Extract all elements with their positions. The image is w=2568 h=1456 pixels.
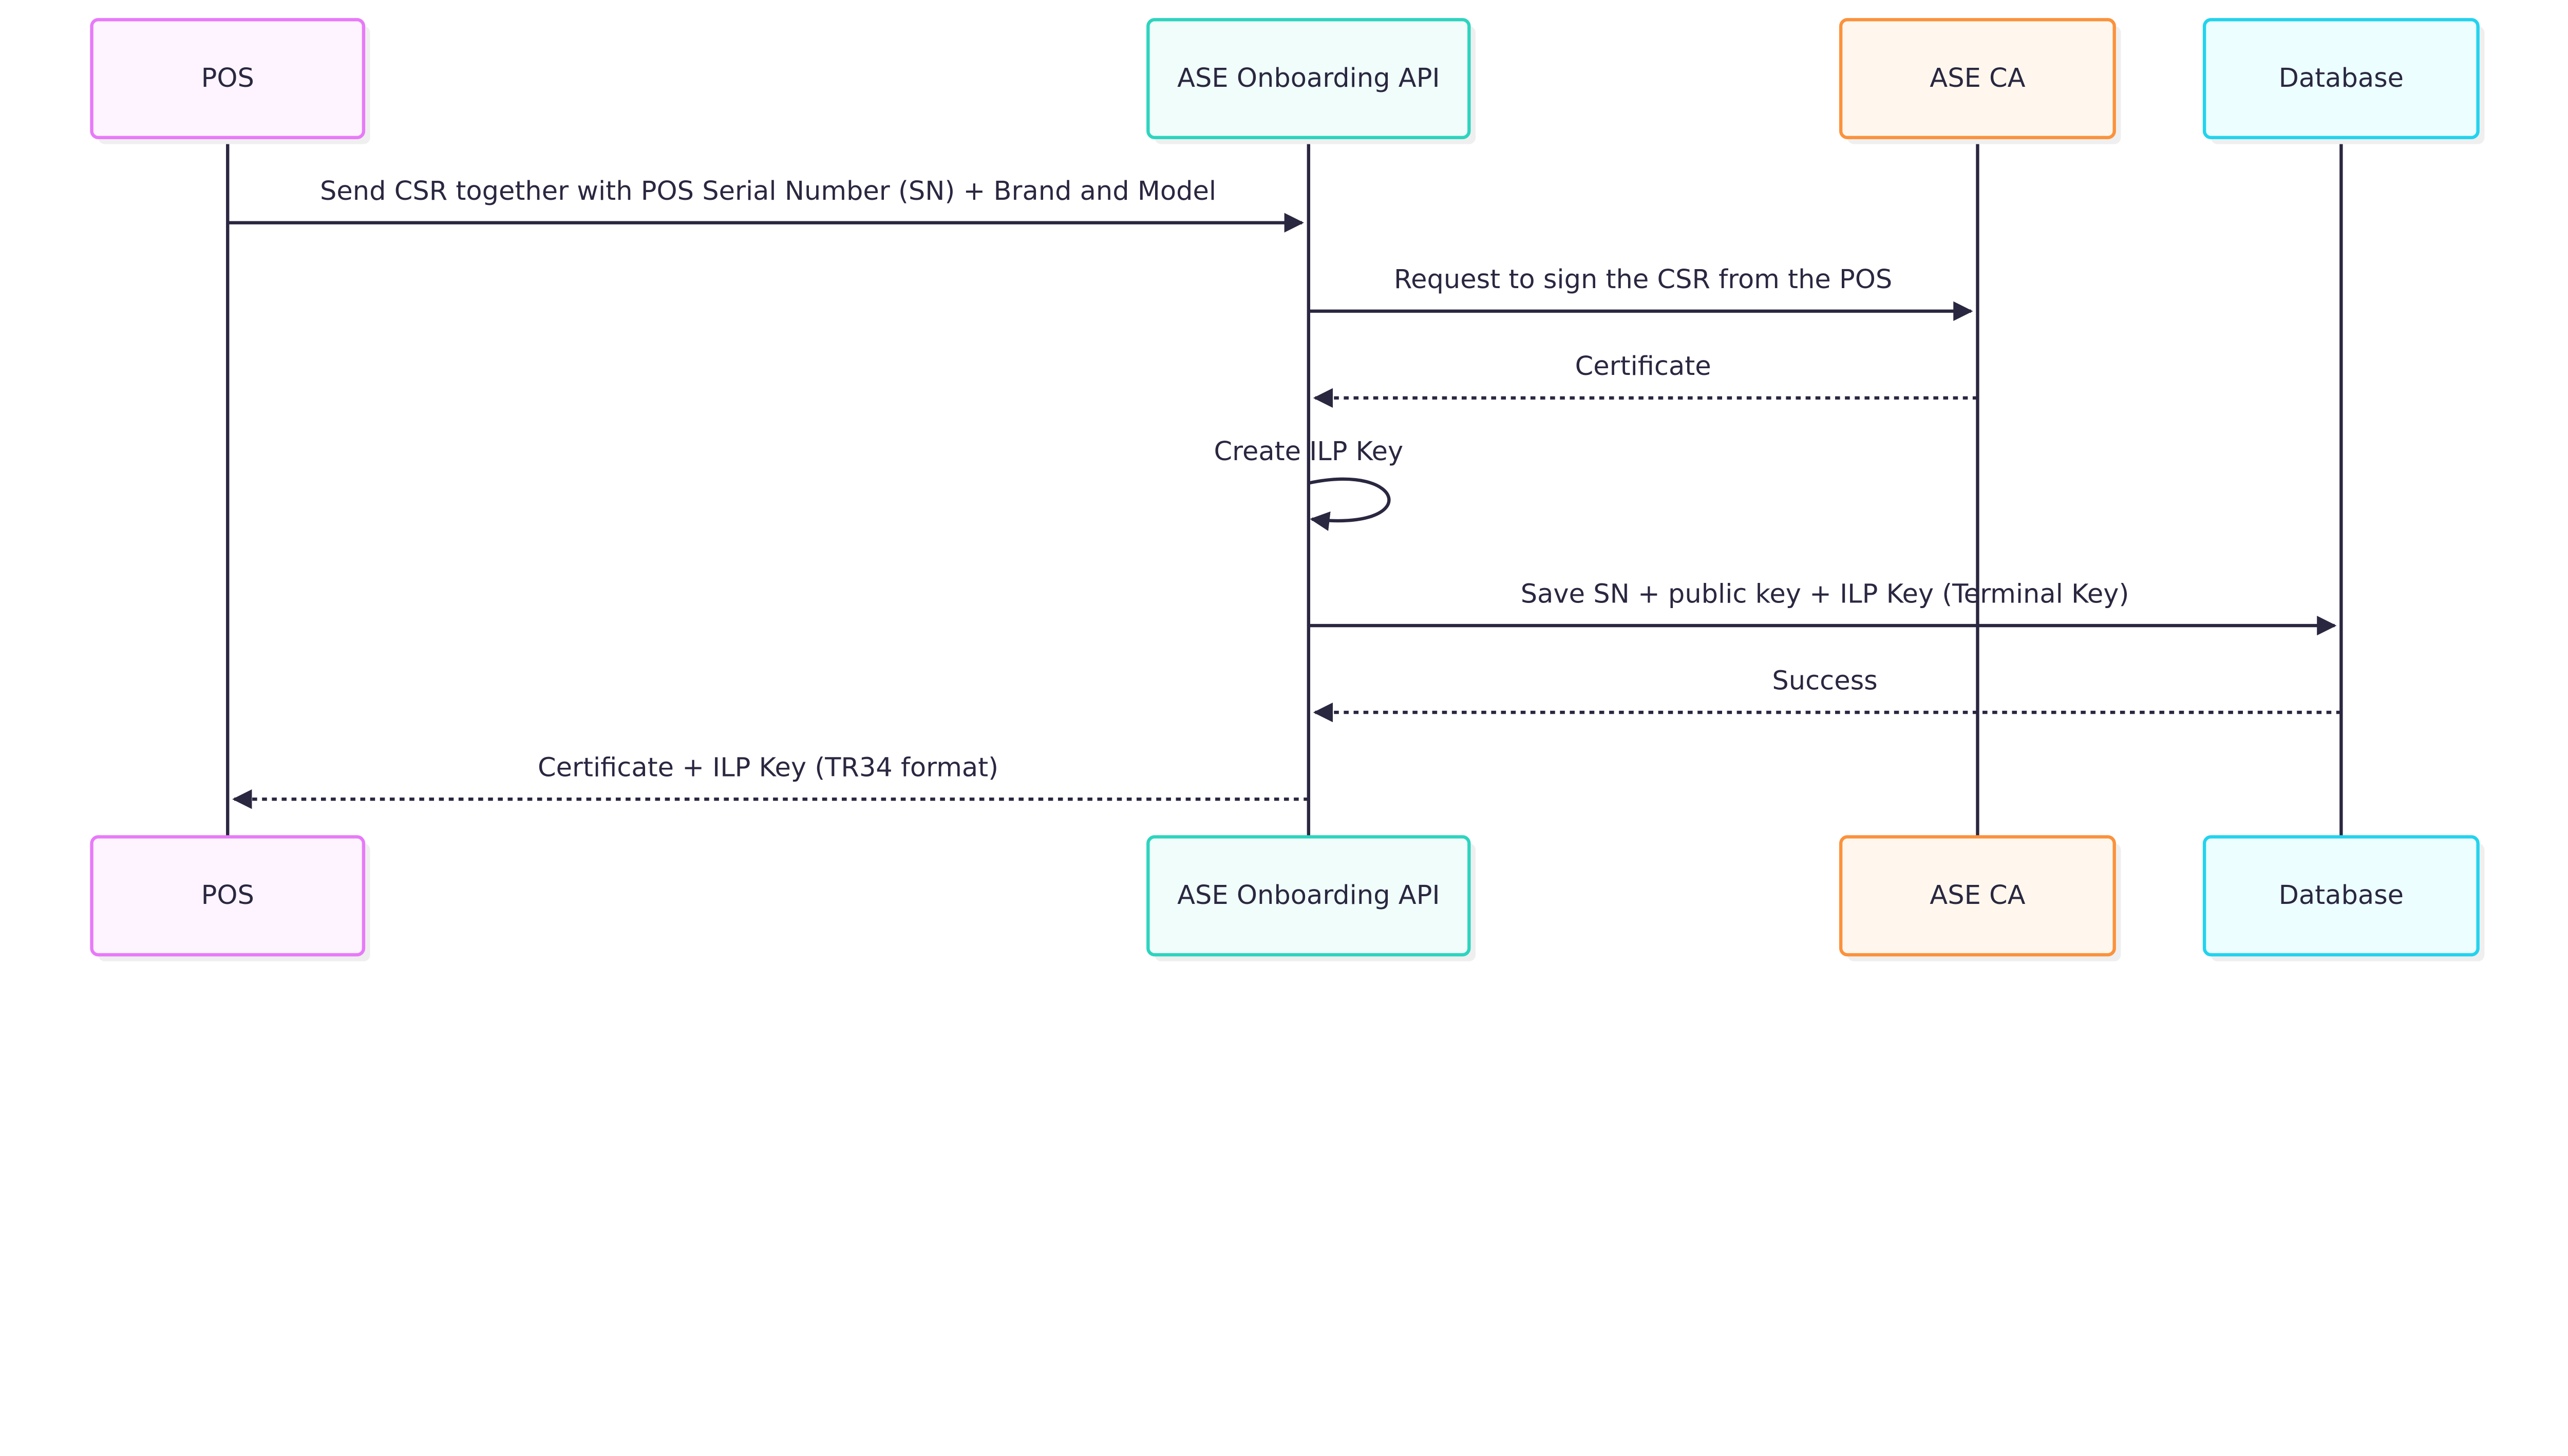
participant-label: Database <box>2279 880 2404 911</box>
message-2: Request to sign the CSR from the POS <box>1308 264 1973 321</box>
message-3: Certificate <box>1313 351 1978 408</box>
participant-pos-top: POS <box>90 18 370 144</box>
participant-label: ASE CA <box>1930 63 2025 93</box>
message-1: Send CSR together with POS Serial Number… <box>228 176 1304 233</box>
participant-pos-bottom: POS <box>90 835 370 961</box>
participant-db-bottom: Database <box>2202 835 2485 961</box>
message-label: Send CSR together with POS Serial Number… <box>320 176 1216 206</box>
participant-label: Database <box>2279 63 2404 93</box>
message-label: Save SN + public key + ILP Key (Terminal… <box>1521 579 2129 609</box>
participant-api-top: ASE Onboarding API <box>1146 18 1476 144</box>
participant-api-bottom: ASE Onboarding API <box>1146 835 1476 961</box>
sequence-diagram: POS POS ASE Onboarding API ASE Onboarding A… <box>90 18 2485 961</box>
participant-box <box>90 18 366 140</box>
message-4: Create ILP Key <box>1214 437 1403 531</box>
participant-db-top: Database <box>2202 18 2485 144</box>
participant-label: POS <box>201 880 254 911</box>
participant-box <box>1146 18 1471 140</box>
participant-ca-top: ASE CA <box>1839 18 2121 144</box>
participant-box <box>2202 18 2480 140</box>
message-6: Success <box>1313 666 2342 723</box>
message-7: Certificate + ILP Key (TR34 format) <box>232 752 1309 809</box>
message-5: Save SN + public key + ILP Key (Terminal… <box>1308 579 2337 636</box>
participant-box <box>1839 18 2116 140</box>
participant-box <box>90 835 366 957</box>
message-label: Certificate <box>1575 351 1711 382</box>
participant-label: ASE CA <box>1930 880 2025 911</box>
message-label: Request to sign the CSR from the POS <box>1394 264 1892 295</box>
self-message-arrow <box>1308 477 1391 531</box>
participant-label: ASE Onboarding API <box>1177 880 1440 911</box>
message-label: Success <box>1772 666 1877 696</box>
participant-box <box>2202 835 2480 957</box>
participant-box <box>1839 835 2116 957</box>
participant-label: ASE Onboarding API <box>1177 63 1440 93</box>
participant-box <box>1146 835 1471 957</box>
participant-ca-bottom: ASE CA <box>1839 835 2121 961</box>
message-label: Create ILP Key <box>1214 437 1403 467</box>
participant-label: POS <box>201 63 254 93</box>
message-label: Certificate + ILP Key (TR34 format) <box>538 752 998 783</box>
